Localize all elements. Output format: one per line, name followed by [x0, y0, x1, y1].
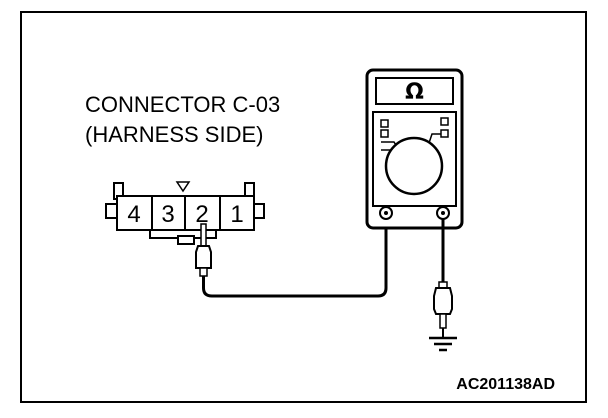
- connector-title-line1: CONNECTOR C-03: [85, 92, 280, 117]
- ground-probe-tip: [439, 313, 447, 329]
- meter-display: [375, 77, 454, 105]
- multimeter: Ω: [365, 68, 464, 230]
- connector-c03: 4 3 2 1: [105, 181, 265, 245]
- range-indicator: [440, 129, 449, 138]
- probe-body: [195, 245, 212, 269]
- pin-label-4: 4: [127, 201, 140, 228]
- meter-unit-symbol: Ω: [405, 80, 424, 105]
- figure-code: AC201138AD: [456, 376, 555, 393]
- range-indicator: [380, 129, 389, 138]
- ground-probe-body: [433, 287, 453, 315]
- pin-label-1: 1: [230, 201, 243, 228]
- meter-selector-dial: [384, 136, 444, 196]
- probe-tip: [200, 223, 207, 247]
- pin-label-3: 3: [161, 201, 174, 228]
- ground-probe: [433, 281, 453, 338]
- probe-boot: [199, 267, 208, 277]
- meter-jack-ohm-center: [441, 211, 445, 215]
- pin-label-2: 2: [195, 201, 208, 228]
- test-lead-positive: [202, 218, 388, 298]
- connector-probe: [195, 223, 212, 277]
- connector-key: [177, 235, 195, 245]
- range-indicator: [380, 119, 389, 128]
- range-indicator: [440, 117, 449, 126]
- figure-frame: [20, 11, 587, 403]
- connector-title-line2: (HARNESS SIDE): [85, 122, 263, 147]
- ground-symbol-icon: [429, 336, 457, 352]
- meter-jack-com-center: [384, 211, 388, 215]
- pin-marker-triangle: [175, 181, 191, 193]
